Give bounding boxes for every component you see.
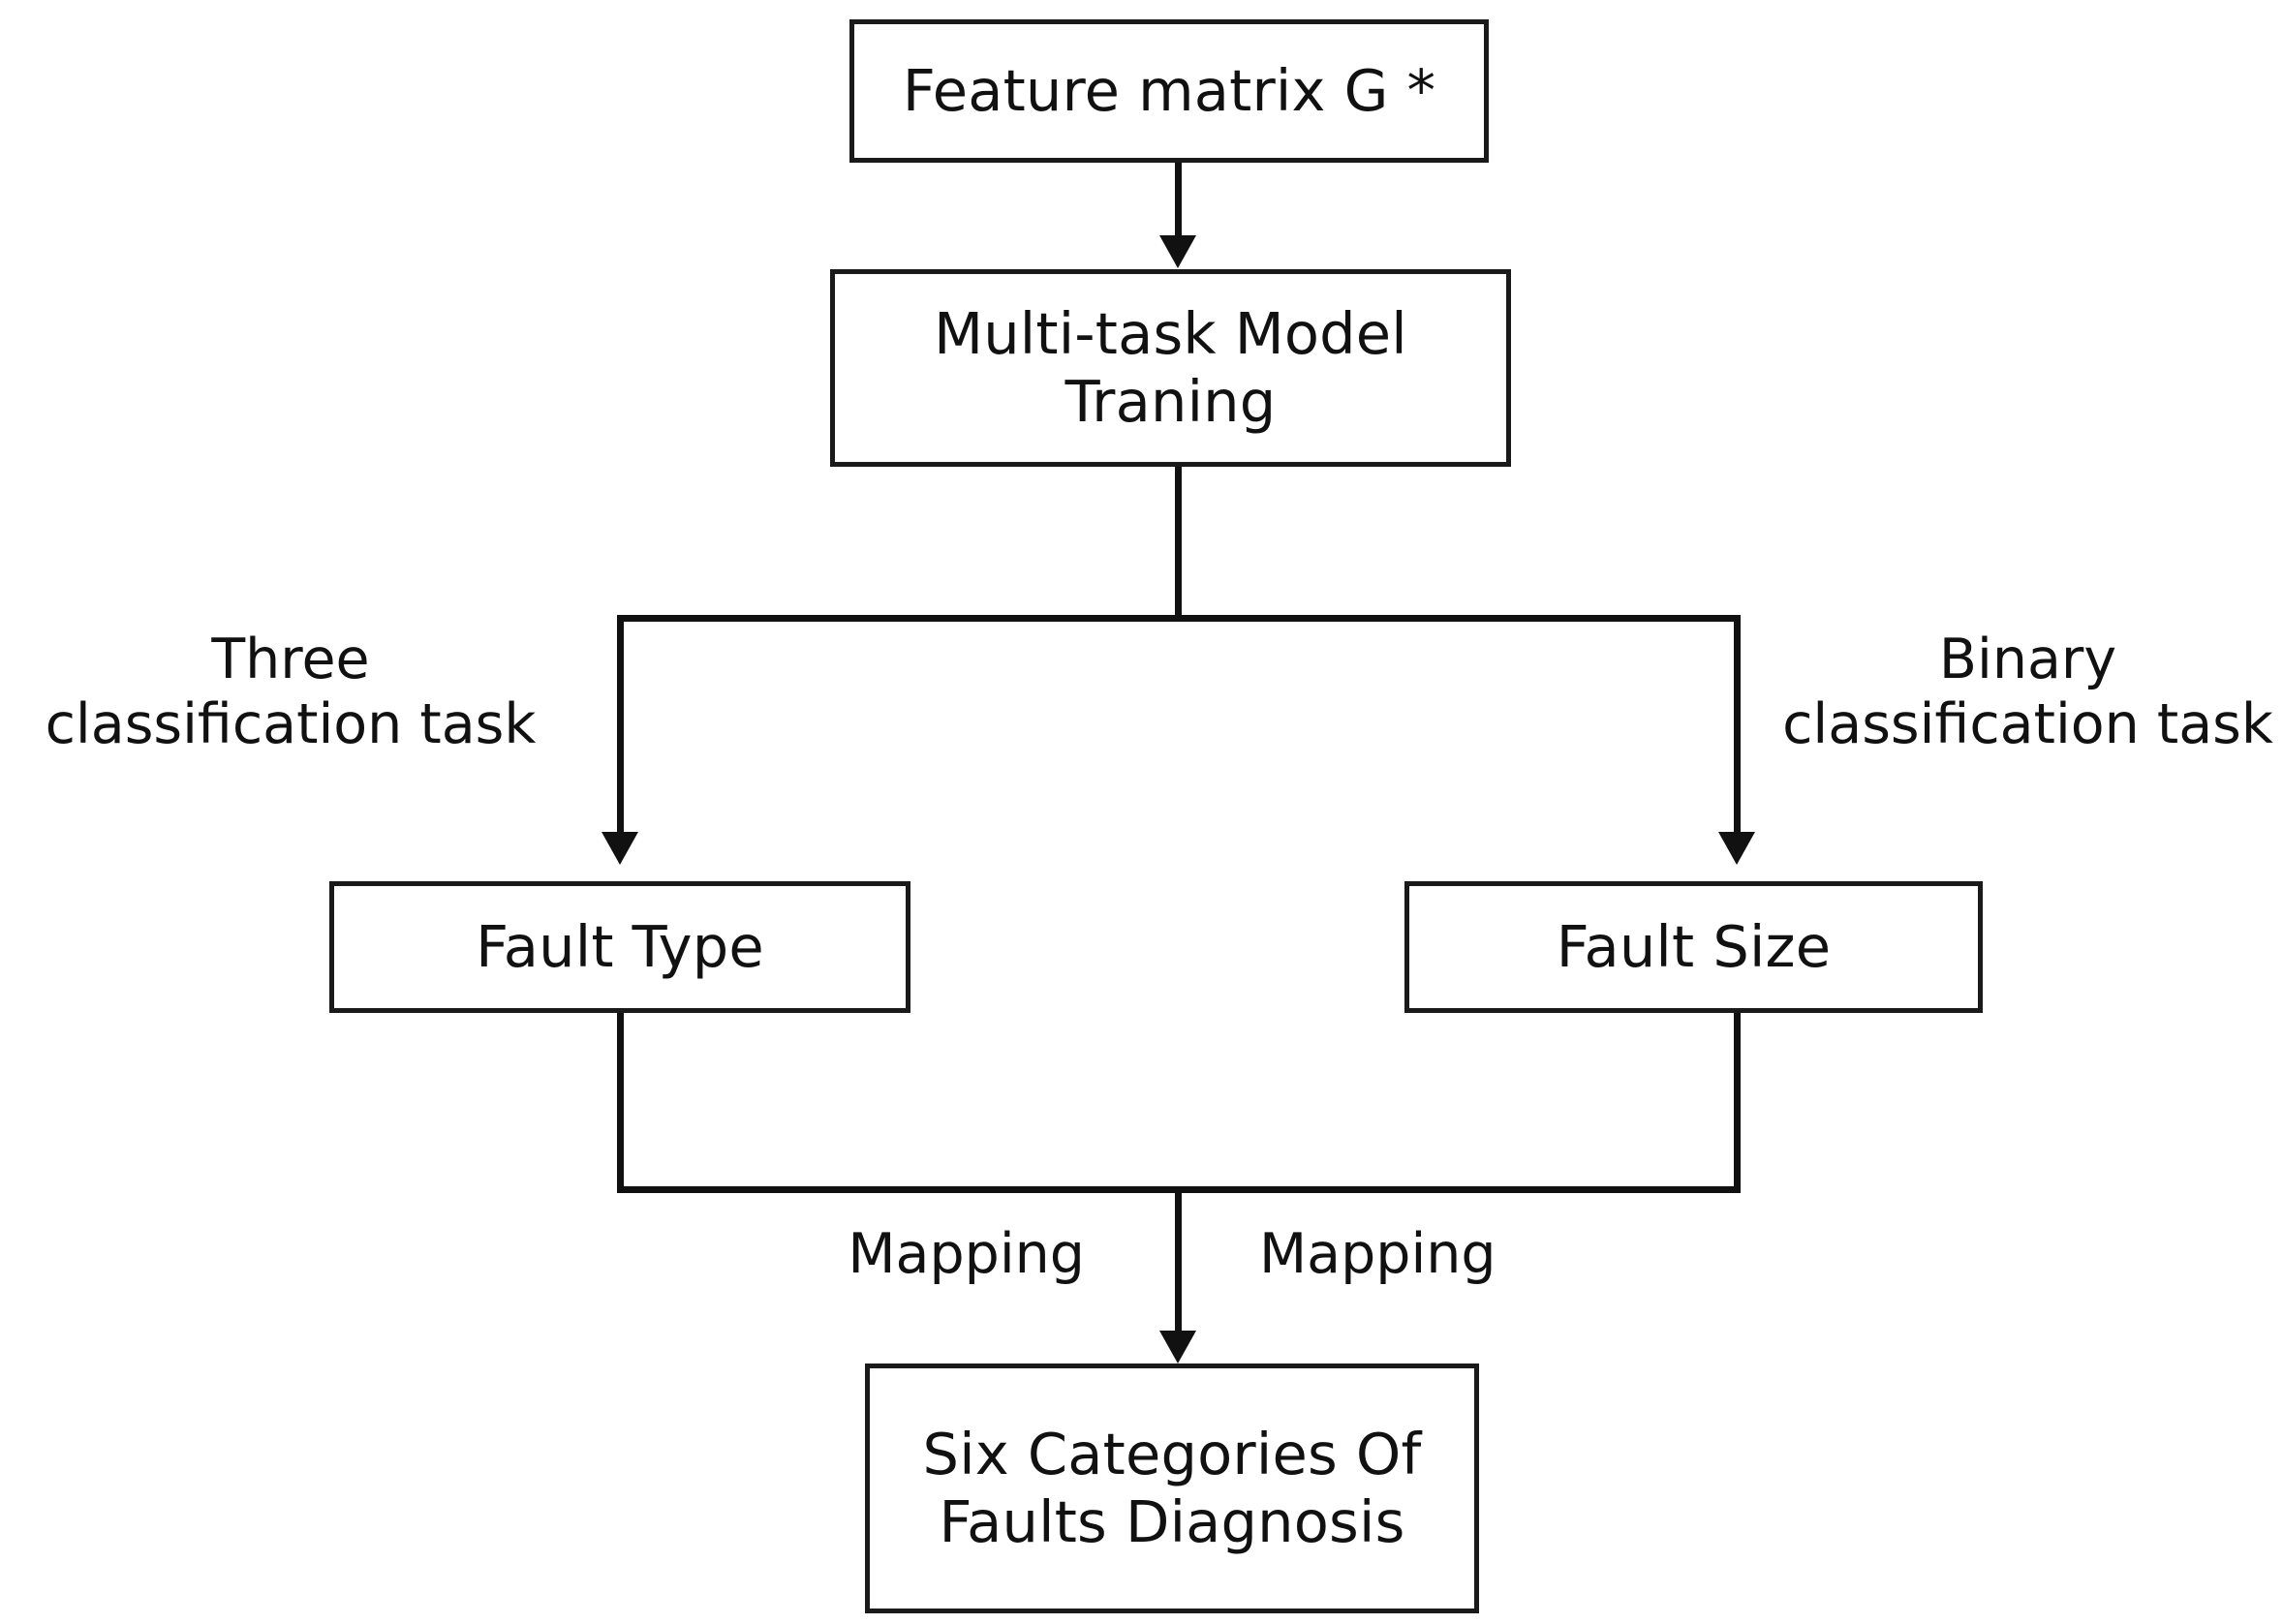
edge-label-mapping-left: Mapping [848, 1222, 1085, 1286]
node-model-training-label: Multi-task Model Traning [934, 300, 1407, 435]
node-fault-size-label: Fault Size [1556, 913, 1832, 981]
edge-fault-type-down-line [617, 1013, 624, 1193]
edge-label-binary-classification-task: Binary classification task [1782, 628, 2273, 756]
edge-training-to-fault-size-arrowhead [1718, 832, 1755, 865]
edge-merge-to-final-arrowhead [1159, 1331, 1196, 1364]
edge-training-to-fault-type-arrowhead [602, 832, 638, 865]
edge-label-mapping-right: Mapping [1259, 1222, 1496, 1286]
node-fault-size: Fault Size [1404, 881, 1983, 1013]
edge-feature-to-training-arrowhead [1159, 235, 1196, 268]
edge-training-split-bar [617, 615, 1741, 622]
edge-training-trunk-line [1175, 467, 1182, 622]
edge-merge-to-final-line [1175, 1186, 1182, 1333]
edge-feature-to-training-line [1175, 163, 1182, 238]
edge-training-to-fault-size-line [1734, 615, 1741, 835]
node-final-diagnosis-label: Six Categories Of Faults Diagnosis [922, 1421, 1422, 1555]
edge-label-three-classification-task: Three classification task [45, 628, 537, 756]
node-feature-matrix-label: Feature matrix G * [902, 57, 1436, 125]
node-feature-matrix: Feature matrix G * [849, 19, 1489, 163]
edge-training-to-fault-type-line [617, 615, 624, 835]
node-fault-type: Fault Type [329, 881, 910, 1013]
edge-fault-size-down-line [1734, 1013, 1741, 1193]
node-model-training: Multi-task Model Traning [830, 269, 1511, 467]
node-fault-type-label: Fault Type [476, 913, 764, 981]
node-final-diagnosis: Six Categories Of Faults Diagnosis [865, 1364, 1479, 1613]
